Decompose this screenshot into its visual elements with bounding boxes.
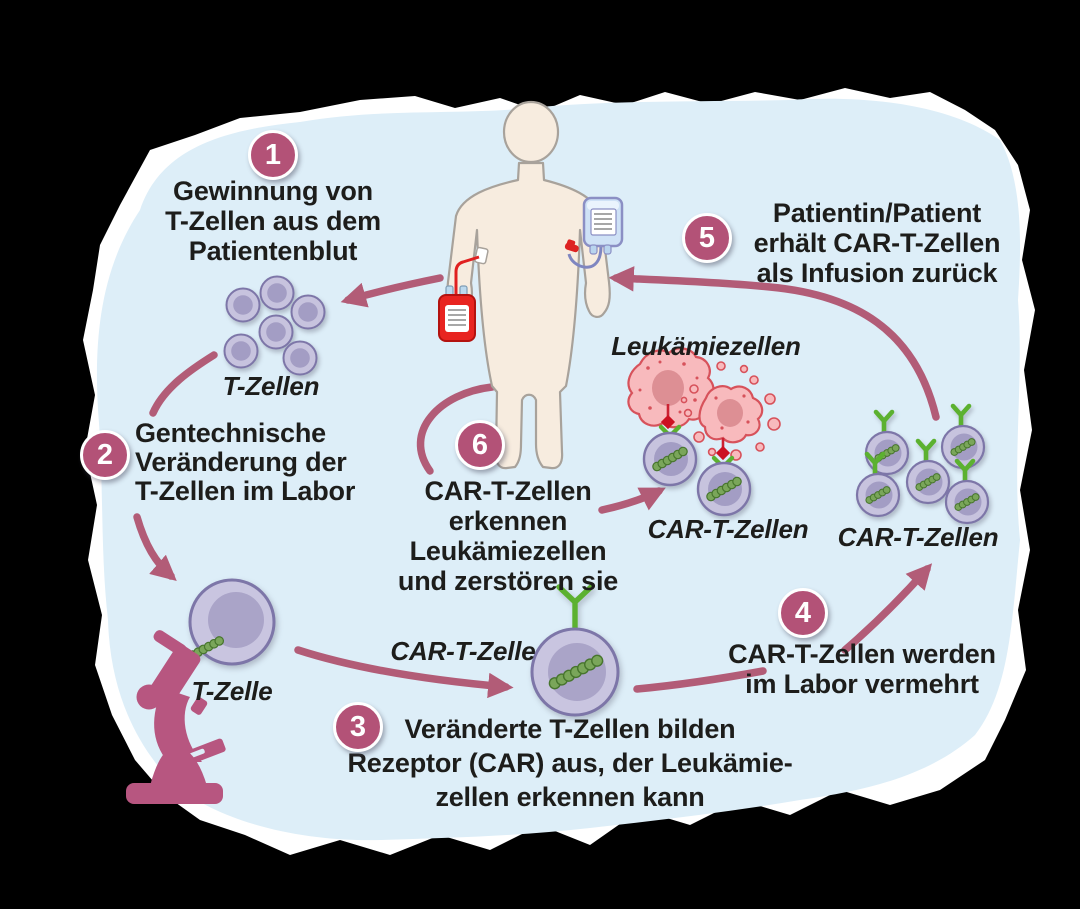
label-t-cell: T-Zelle xyxy=(191,676,273,706)
step-4-text: CAR-T-Zellen werden im Labor vermehrt xyxy=(712,639,1012,699)
step-4-line-2: im Labor vermehrt xyxy=(745,669,979,699)
step-6-line-4: und zerstören sie xyxy=(397,566,619,596)
step-3-line-1: Veränderte T-Zellen bilden xyxy=(404,714,736,744)
step-3-number: 3 xyxy=(349,710,367,743)
step-2-line-2: Veränderung der xyxy=(135,447,347,477)
label-leukemia-cells: Leukämiezellen xyxy=(611,331,801,361)
car-t-cell-icon xyxy=(642,431,752,517)
arrow-step2-to-tcell xyxy=(133,513,177,582)
step-5-text: Patientin/Patient erhält CAR-T-Zellen al… xyxy=(727,198,1027,288)
arrow-cartcell-to-step4 xyxy=(633,667,767,693)
step-2-line-1: Gentechnische xyxy=(135,418,326,448)
step-2-number: 2 xyxy=(96,438,114,471)
label-car-t-cells-center: CAR-T-Zellen xyxy=(647,514,809,544)
car-t-cell-icon xyxy=(905,441,951,505)
arrow-tcell-to-cartcell xyxy=(294,646,514,699)
step-3-badge: 3 xyxy=(333,702,383,752)
arrow-patient-to-step6 xyxy=(416,383,496,475)
arrow-step6-to-cartcells xyxy=(598,487,666,514)
car-t-cell-icon xyxy=(940,406,986,470)
step-1-line-1: Gewinnung von xyxy=(173,176,373,206)
arrow-cluster-to-patient xyxy=(608,266,940,421)
step-1-number: 1 xyxy=(264,138,282,171)
t-cell-large xyxy=(186,578,276,666)
car-t-cell-cluster xyxy=(855,406,990,525)
label-car-t-cells-right: CAR-T-Zellen xyxy=(837,522,999,552)
label-car-t-cell: CAR-T-Zelle xyxy=(390,636,536,666)
cycle-arrows xyxy=(133,266,940,699)
arrow-tcells-to-step2 xyxy=(149,351,218,417)
car-receptor-icon xyxy=(556,584,594,632)
step-5-line-2: erhält CAR-T-Zellen xyxy=(753,228,1001,258)
step-6-badge: 6 xyxy=(455,420,505,470)
infusion-bag-icon xyxy=(564,196,624,269)
step-1-line-2: T-Zellen aus dem xyxy=(165,206,381,236)
step-6-line-1: CAR-T-Zellen xyxy=(424,476,592,506)
step-2-badge: 2 xyxy=(80,430,130,480)
step-1-line-3: Patientenblut xyxy=(188,236,358,266)
step-4-number: 4 xyxy=(794,596,812,629)
arrow-step4-to-cluster xyxy=(841,563,933,654)
step-5-line-1: Patientin/Patient xyxy=(772,198,982,228)
step-4-line-1: CAR-T-Zellen werden xyxy=(728,639,996,669)
blood-bag-icon xyxy=(438,246,489,342)
step-2-text: Gentechnische Veränderung der T-Zellen i… xyxy=(135,419,415,506)
step-6-number: 6 xyxy=(471,428,489,461)
step-6-line-3: Leukämiezellen xyxy=(409,536,607,566)
leukemia-attack-scene xyxy=(627,347,781,517)
step-6-line-2: erkennen xyxy=(448,506,568,536)
step-3-line-3: zellen erkennen kann xyxy=(435,782,705,812)
arrow-bag-to-tcells xyxy=(340,274,444,308)
step-5-badge: 5 xyxy=(682,213,732,263)
step-4-badge: 4 xyxy=(778,588,828,638)
car-t-cell-large xyxy=(530,584,620,717)
microscope-icon xyxy=(126,630,226,804)
car-t-cell-icon xyxy=(855,454,901,518)
step-5-number: 5 xyxy=(698,221,716,254)
label-t-cells: T-Zellen xyxy=(222,371,320,401)
step-1-badge: 1 xyxy=(248,130,298,180)
step-6-text: CAR-T-Zellen erkennen Leukämiezellen und… xyxy=(383,476,633,596)
step-5-line-3: als Infusion zurück xyxy=(756,258,998,288)
step-3-text: Veränderte T-Zellen bilden Rezeptor (CAR… xyxy=(340,712,800,814)
car-t-cell-icon xyxy=(944,461,990,525)
step-3-line-2: Rezeptor (CAR) aus, der Leukämie- xyxy=(347,748,793,778)
step-1-text: Gewinnung von T-Zellen aus dem Patienten… xyxy=(98,176,448,266)
step-2-line-3: T-Zellen im Labor xyxy=(135,476,356,506)
